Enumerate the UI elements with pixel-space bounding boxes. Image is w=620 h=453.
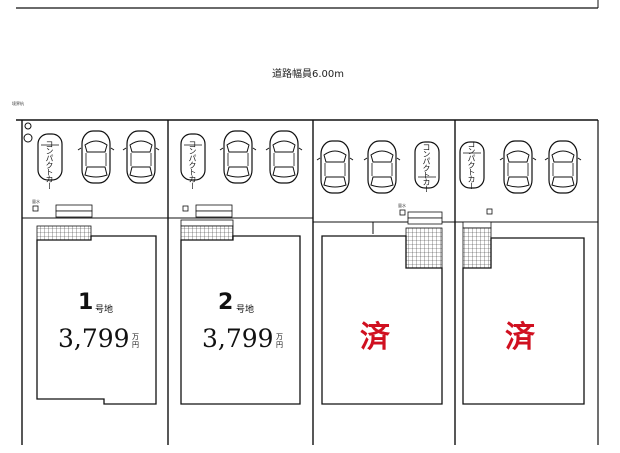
building-lot-3 [321, 235, 443, 405]
price-unit-yen: 円 [276, 341, 283, 349]
water-meter-label-1: 量水 [32, 199, 40, 204]
lot-suffix: 号地 [236, 305, 255, 315]
lot-price: 3,799 [58, 324, 130, 353]
price-unit-yen: 円 [132, 341, 139, 349]
price-unit-man: 万 [276, 333, 283, 341]
compact-car-label: コンパクトカー [467, 140, 476, 189]
lot-suffix: 号地 [95, 305, 114, 315]
sold-label: 済 [360, 320, 390, 355]
lot-number: 1 [78, 290, 94, 315]
road-width-label: 道路幅員6.00m [272, 69, 345, 80]
water-meter-label-2: 量水 [398, 203, 406, 208]
compact-car-label: コンパクトカー [45, 140, 54, 189]
lot-number: 2 [218, 290, 234, 315]
compact-car-label: コンパクトカー [422, 143, 431, 192]
building-lot-2 [180, 235, 301, 405]
building-lot-1 [36, 235, 157, 405]
post-label: 境界杭 [12, 101, 24, 106]
lot-price: 3,799 [202, 324, 274, 353]
sold-label: 済 [505, 320, 535, 355]
building-lot-4 [462, 237, 585, 405]
price-unit-man: 万 [132, 333, 139, 341]
compact-car-label: コンパクトカー [188, 140, 197, 189]
